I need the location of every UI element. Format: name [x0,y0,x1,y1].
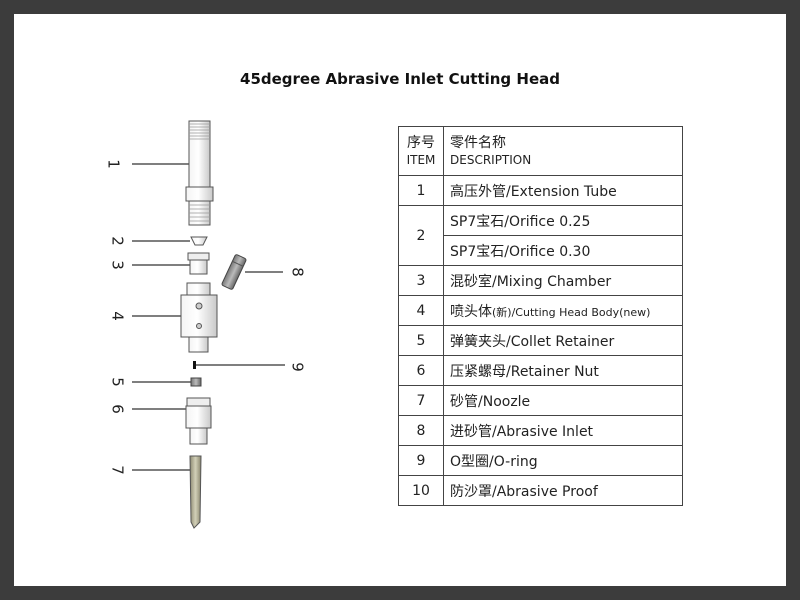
item-description: 砂管/Noozle [443,385,683,416]
table-row: 8 进砂管/Abrasive Inlet [398,415,683,446]
table-row: 4 喷头体(新)/Cutting Head Body(new) [398,295,683,326]
parts-list-table: 序号 ITEM 零件名称 DESCRIPTION 1 高压外管/Extensio… [398,126,683,506]
callout-2: 2 [109,236,127,246]
table-header-row: 序号 ITEM 零件名称 DESCRIPTION [398,126,683,176]
part-extension-tube [185,120,214,226]
item-description: 防沙罩/Abrasive Proof [443,475,683,506]
callout-6: 6 [109,404,127,414]
part-retainer-nut [185,397,212,445]
item-number: 9 [398,445,444,476]
item-description: 进砂管/Abrasive Inlet [443,415,683,446]
table-row: 6 压紧螺母/Retainer Nut [398,355,683,386]
callout-9: 9 [289,362,307,372]
item-description-new-cn: (新) [492,305,512,319]
item-number: 1 [398,175,444,206]
header-item-cell: 序号 ITEM [398,126,444,176]
item-description-cn: 喷头体 [450,303,492,320]
item-number: 4 [398,295,444,326]
callout-7: 7 [109,465,127,475]
callout-5: 5 [109,377,127,387]
callout-4: 4 [109,311,127,321]
item-number: 3 [398,265,444,296]
callout-8: 8 [289,267,307,277]
callout-3: 3 [109,260,127,270]
table-row: 3 混砂室/Mixing Chamber [398,265,683,296]
part-collet-retainer [190,377,202,387]
header-description-cell: 零件名称 DESCRIPTION [443,126,683,176]
item-number: 5 [398,325,444,356]
table-row: 10 防沙罩/Abrasive Proof [398,475,683,506]
diagram-title: 45degree Abrasive Inlet Cutting Head [240,70,560,88]
item-description: 高压外管/Extension Tube [443,175,683,206]
part-nozzle [189,455,202,529]
header-item-cn: 序号 [407,135,435,151]
item-description: 喷头体(新)/Cutting Head Body(new) [443,295,683,326]
item-number: 10 [398,475,444,506]
item-description: 混砂室/Mixing Chamber [443,265,683,296]
item-description: 压紧螺母/Retainer Nut [443,355,683,386]
part-mixing-chamber [187,252,210,275]
part-cutting-head-body [180,282,218,353]
table-row: 2 SP7宝石/Orifice 0.25 [398,205,683,266]
item-description: SP7宝石/Orifice 0.25 [443,205,683,236]
table-row: 1 高压外管/Extension Tube [398,175,683,206]
table-row: 5 弹簧夹头/Collet Retainer [398,325,683,356]
item-description: 弹簧夹头/Collet Retainer [443,325,683,356]
item-number: 8 [398,415,444,446]
item-description-en: /Cutting Head Body(new) [511,305,651,319]
table-row: 9 O型圈/O-ring [398,445,683,476]
item-description: O型圈/O-ring [443,445,683,476]
leader-lines [132,163,285,471]
part-abrasive-inlet [221,254,247,290]
part-o-ring [193,361,196,369]
part-orifice [190,236,208,246]
header-description-en: DESCRIPTION [450,153,532,167]
table-row: 7 砂管/Noozle [398,385,683,416]
callout-1: 1 [105,159,123,169]
header-description-cn: 零件名称 [450,135,506,151]
item-number: 2 [398,205,444,266]
header-item-en: ITEM [406,153,436,167]
item-description: SP7宝石/Orifice 0.30 [443,235,683,266]
item-number: 6 [398,355,444,386]
item-number: 7 [398,385,444,416]
